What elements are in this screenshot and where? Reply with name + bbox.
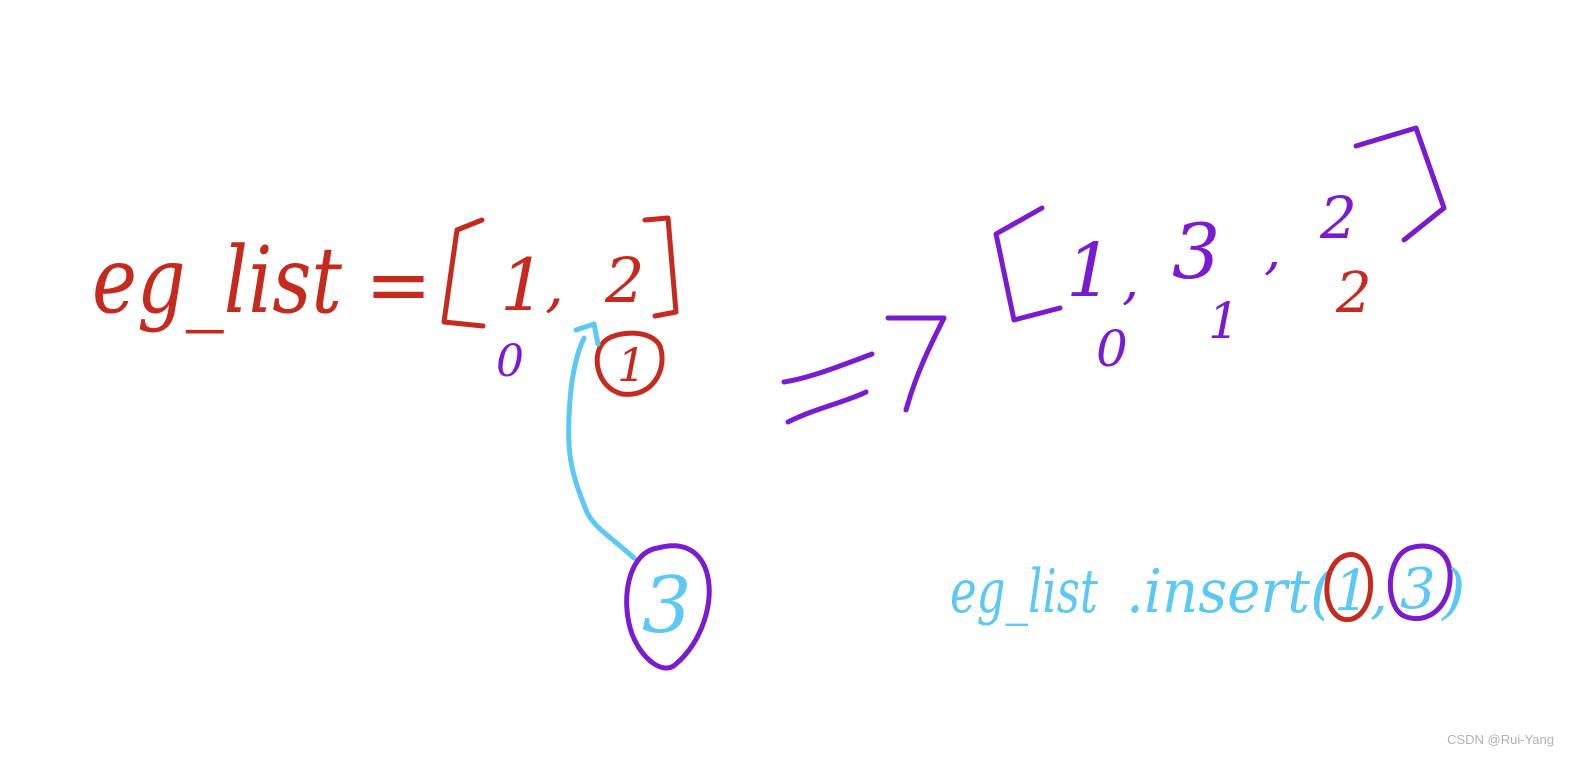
- left-separator: ,: [545, 250, 564, 320]
- result-list: 1 , 3 , 2 0 1 2: [993, 125, 1447, 378]
- list-name: eg_list: [92, 227, 343, 334]
- index-1-circle: [594, 330, 665, 397]
- method-call: eg_list .insert ( 1 , 3 ): [950, 543, 1465, 627]
- result-separator-1: ,: [1122, 248, 1139, 311]
- method-call-close-paren: ): [1440, 557, 1465, 627]
- method-call-value-arg: 3: [1400, 557, 1436, 622]
- value-arg-circle: [1388, 543, 1453, 622]
- implies-arrow: [781, 315, 947, 425]
- implies-head: [885, 315, 947, 413]
- result-item-1: 1: [1066, 228, 1113, 314]
- close-bracket: [642, 215, 679, 319]
- left-index-0: 0: [496, 336, 524, 387]
- insert-arrow-group: 3: [566, 321, 712, 671]
- left-index-1: 1: [617, 338, 646, 392]
- left-item-1: 1: [500, 243, 546, 327]
- result-open-bracket: [993, 205, 1063, 323]
- result-item-2: 2: [1319, 184, 1357, 252]
- insert-arrow: [566, 321, 637, 561]
- value-3-circle: [624, 543, 712, 671]
- implies-line-bottom: [785, 389, 869, 425]
- left-expression: eg_list = 1 , 2 0 1: [92, 215, 679, 397]
- method-call-index-arg: 1: [1334, 559, 1370, 624]
- result-item-3: 3: [1172, 207, 1220, 296]
- inserted-value: 3: [642, 561, 692, 651]
- result-close-bracket: [1353, 125, 1447, 243]
- result-index-2: 2: [1335, 261, 1372, 326]
- implies-line-top: [781, 351, 875, 385]
- open-bracket: [441, 217, 486, 329]
- left-item-2: 2: [604, 244, 644, 317]
- method-call-prefix: eg_list: [950, 557, 1099, 627]
- watermark: CSDN @Rui-Yang: [1447, 732, 1554, 747]
- result-index-0: 0: [1096, 320, 1128, 378]
- result-separator-2: ,: [1264, 218, 1281, 281]
- index-arg-circle: [1324, 552, 1374, 623]
- method-call-comma: ,: [1370, 561, 1388, 626]
- equals-sign: =: [365, 238, 432, 331]
- method-call-name: .insert: [1126, 557, 1311, 627]
- result-index-1: 1: [1208, 292, 1240, 350]
